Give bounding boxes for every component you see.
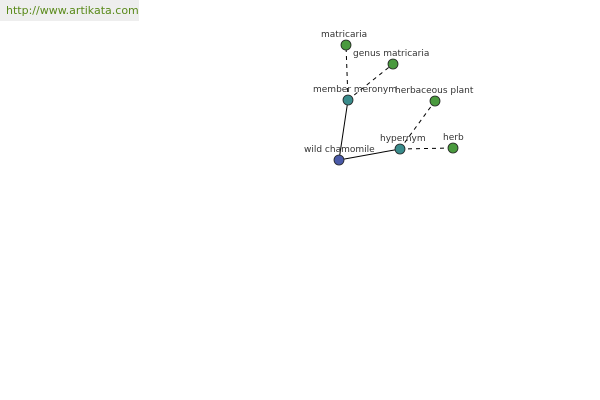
node-label-member-meronym[interactable]: member meronym — [313, 85, 397, 95]
site-url-link[interactable]: http://www.artikata.com — [6, 4, 139, 17]
graph-edges — [338, 44, 454, 161]
node-wild-chamomile[interactable] — [333, 154, 345, 166]
node-herb[interactable] — [447, 142, 459, 154]
node-label-herb[interactable]: herb — [443, 133, 464, 143]
edge-wild-chamomile-to-member-meronym — [338, 99, 349, 161]
edge-hypernym-to-herbaceous-plant — [399, 100, 436, 150]
node-matricaria[interactable] — [340, 39, 352, 51]
node-herbaceous-plant[interactable] — [429, 95, 441, 107]
url-banner: http://www.artikata.com — [0, 0, 139, 21]
graph-labels: wild chamomile member meronym hypernym matr… — [304, 30, 474, 155]
edge-member-meronym-to-genus-matricaria — [347, 63, 394, 101]
graph-nodes — [333, 39, 459, 166]
node-label-genus-matricaria[interactable]: genus matricaria — [353, 49, 429, 59]
node-genus-matricaria[interactable] — [387, 58, 399, 70]
node-member-meronym[interactable] — [342, 94, 354, 106]
node-label-matricaria[interactable]: matricaria — [321, 30, 367, 40]
node-label-hypernym[interactable]: hypernym — [380, 134, 426, 144]
edge-wild-chamomile-to-hypernym — [338, 148, 401, 161]
node-label-herbaceous-plant[interactable]: herbaceous plant — [395, 86, 474, 96]
node-hypernym[interactable] — [394, 143, 406, 155]
edge-member-meronym-to-matricaria — [345, 44, 349, 101]
edge-hypernym-to-herb — [399, 147, 454, 150]
node-label-wild-chamomile[interactable]: wild chamomile — [304, 145, 375, 155]
